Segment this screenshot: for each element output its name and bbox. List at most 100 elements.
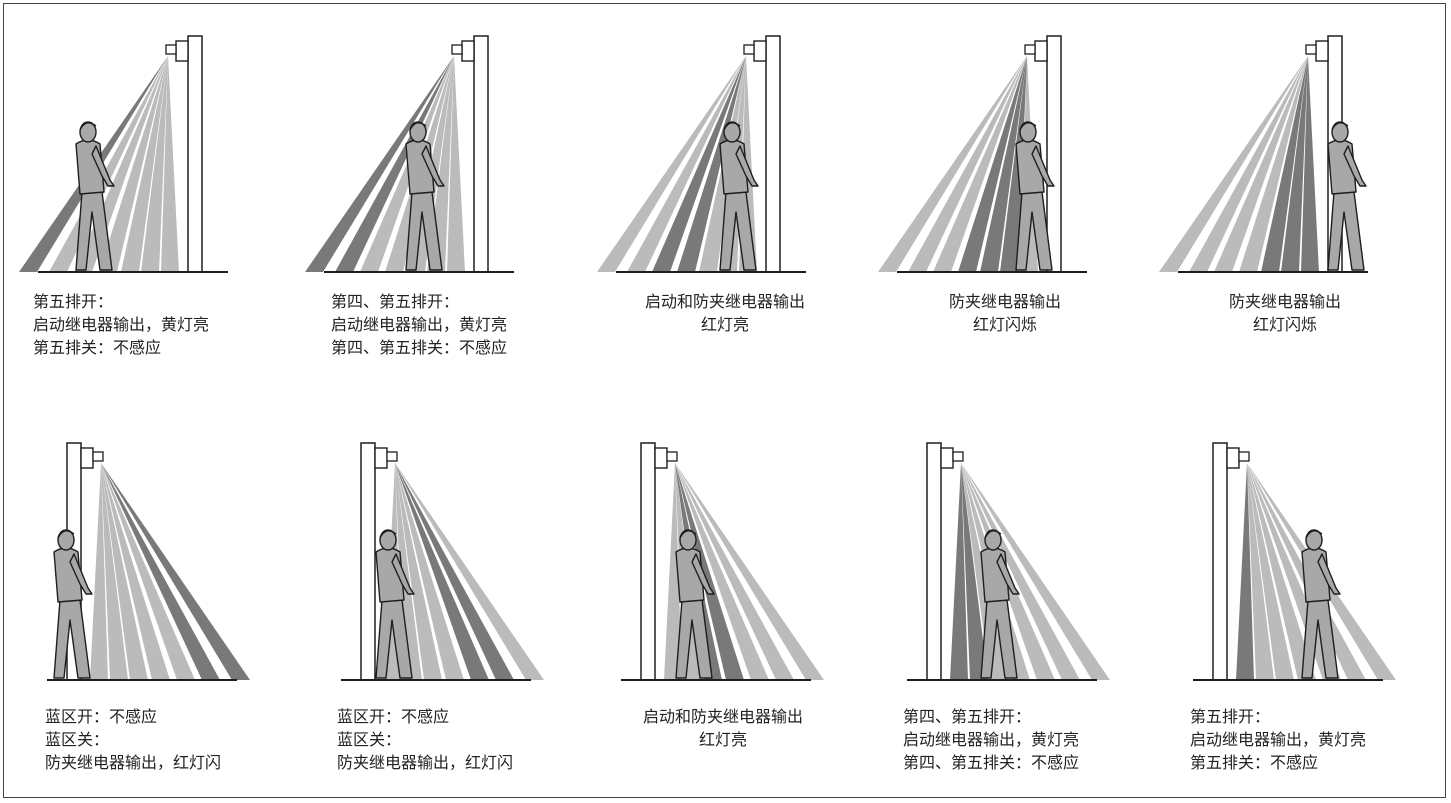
caption-line: 第五排开： <box>1190 707 1271 726</box>
beam-3 <box>99 56 168 272</box>
caption-line: 第四、第五排开： <box>903 707 1032 726</box>
beam-0 <box>664 463 682 680</box>
sensor-lens <box>1024 44 1036 55</box>
panel-2-4 <box>907 442 1110 681</box>
beam-2 <box>395 463 442 680</box>
beam-1 <box>961 463 988 680</box>
caption-line: 第五排开： <box>33 292 114 311</box>
sensor-housing <box>753 40 767 62</box>
sensor-housing <box>175 40 189 62</box>
beam-4 <box>395 463 489 680</box>
beam-1 <box>627 56 746 272</box>
beam-5 <box>101 463 220 680</box>
beam-3 <box>1239 56 1308 272</box>
beam-1 <box>335 56 454 272</box>
caption-line: 第五排关：不感应 <box>33 338 162 357</box>
caption-2-2: 蓝区开：不感应蓝区关：防夹继电器输出，红灯闪 <box>337 705 513 774</box>
panel-1-3 <box>597 35 806 273</box>
caption-1-4: 防夹继电器输出红灯闪烁 <box>905 290 1105 336</box>
beam-6 <box>961 463 1110 680</box>
beam-3 <box>395 463 464 680</box>
person <box>719 121 759 271</box>
beam-1 <box>1189 56 1308 272</box>
beam-4 <box>675 463 769 680</box>
beam-fan <box>90 463 250 680</box>
person <box>53 529 93 679</box>
beam-0 <box>1159 56 1308 272</box>
caption-2-1: 蓝区开：不感应蓝区关：防夹继电器输出，红灯闪 <box>45 705 221 774</box>
pole <box>1212 442 1228 681</box>
beam-3 <box>958 56 1027 272</box>
beam-0 <box>90 463 108 680</box>
caption-1-5: 防夹继电器输出红灯闪烁 <box>1185 290 1385 336</box>
panel-1-1 <box>19 35 228 273</box>
pole <box>187 35 203 273</box>
sensor-lens <box>451 44 463 55</box>
caption-line: 第四、第五排开： <box>331 292 460 311</box>
beam-6 <box>1301 56 1319 272</box>
beam-0 <box>305 56 454 272</box>
sensor-housing <box>1034 40 1048 62</box>
sensor-lens <box>743 44 755 55</box>
beam-6 <box>395 463 544 680</box>
beam-1 <box>49 56 168 272</box>
caption-line: 第四、第五排关：不感应 <box>903 753 1080 772</box>
sensor-lens <box>1238 451 1250 462</box>
beam-2 <box>652 56 746 272</box>
caption-line: 红灯闪烁 <box>972 315 1037 334</box>
beam-4 <box>980 56 1027 272</box>
sensor-lens <box>165 44 177 55</box>
beam-0 <box>950 463 968 680</box>
caption-2-4: 第四、第五排开：启动继电器输出，黄灯亮第四、第五排关：不感应 <box>903 705 1079 774</box>
caption-line: 第五排关：不感应 <box>1190 753 1319 772</box>
beam-6 <box>101 463 250 680</box>
pole <box>926 442 942 681</box>
caption-line: 启动和防夹继电器输出 <box>642 707 803 726</box>
caption-line: 防夹继电器输出，红灯闪 <box>45 753 222 772</box>
caption-line: 启动继电器输出，黄灯亮 <box>33 315 210 334</box>
beam-6 <box>447 56 465 272</box>
sensor-housing <box>654 447 668 469</box>
pole <box>765 35 781 273</box>
beam-fan <box>305 56 465 272</box>
sensor-lens <box>666 451 678 462</box>
caption-2-3: 启动和防夹继电器输出红灯亮 <box>618 705 828 751</box>
caption-line: 启动继电器输出，黄灯亮 <box>331 315 508 334</box>
person <box>1327 121 1367 271</box>
caption-line: 启动继电器输出，黄灯亮 <box>1190 730 1367 749</box>
caption-line: 防夹继电器输出，红灯闪 <box>337 753 514 772</box>
beam-4 <box>121 56 168 272</box>
caption-line: 红灯亮 <box>698 730 747 749</box>
sensor-housing <box>461 40 475 62</box>
beam-fan <box>384 463 544 680</box>
panel-1-4 <box>878 35 1087 273</box>
caption-line: 红灯闪烁 <box>1252 315 1317 334</box>
beam-2 <box>1247 463 1294 680</box>
sensor-lens <box>952 451 964 462</box>
panel-2-5 <box>1193 442 1396 681</box>
figure-frame <box>3 3 1446 798</box>
panel-1-2 <box>305 35 514 273</box>
caption-line: 蓝区关： <box>337 730 402 749</box>
beam-3 <box>677 56 746 272</box>
caption-1-2: 第四、第五排开：启动继电器输出，黄灯亮第四、第五排关：不感应 <box>331 290 507 359</box>
panel-1-5 <box>1159 35 1368 273</box>
person <box>675 529 715 679</box>
pole <box>360 442 376 681</box>
person <box>375 529 415 679</box>
beam-2 <box>1214 56 1308 272</box>
beam-2 <box>933 56 1027 272</box>
beam-5 <box>961 463 1080 680</box>
beam-6 <box>161 56 179 272</box>
sensor-lens <box>92 451 104 462</box>
beam-fan <box>878 56 1038 272</box>
beam-3 <box>101 463 170 680</box>
caption-line: 防夹继电器输出 <box>948 292 1061 311</box>
beam-0 <box>597 56 746 272</box>
sensor-lens <box>386 451 398 462</box>
person <box>980 529 1020 679</box>
caption-2-5: 第五排开： 启动继电器输出，黄灯亮第五排关：不感应 <box>1190 705 1366 774</box>
beam-6 <box>675 463 824 680</box>
beam-1 <box>1247 463 1274 680</box>
sensor-lens <box>1305 44 1317 55</box>
